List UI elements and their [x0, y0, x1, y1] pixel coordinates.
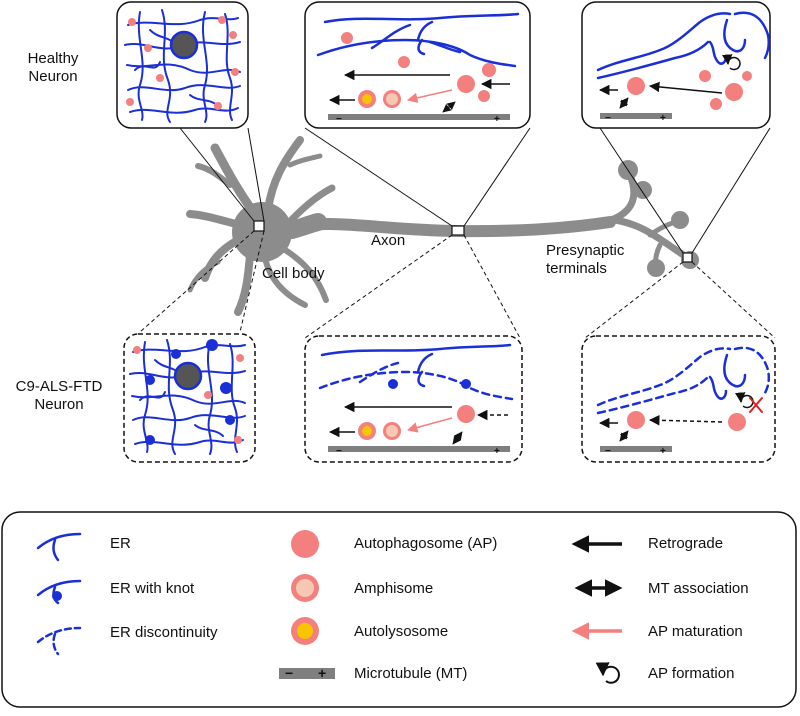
healthy-label-line2: Neuron — [28, 68, 78, 85]
panel-disease-axon: − + — [304, 335, 523, 463]
legend-microtubule-label: Microtubule (MT) — [354, 665, 468, 682]
zoom-marker-terminal — [682, 252, 693, 263]
legend-er-knot-label: ER with knot — [110, 580, 195, 597]
svg-text:+: + — [660, 446, 666, 457]
terminals-label-line2: terminals — [546, 260, 607, 277]
zoom-marker-axon — [451, 225, 465, 236]
svg-text:+: + — [494, 446, 500, 457]
svg-text:−: − — [336, 446, 342, 457]
legend-er-knot-icon — [36, 579, 82, 605]
legend-ap-maturation-label: AP maturation — [648, 623, 743, 640]
panel-healthy-cell-body — [116, 1, 249, 129]
neuron-shape — [186, 136, 699, 316]
legend-er-icon — [36, 532, 82, 562]
disease-neuron-label: C9-ALS-FTD Neuron — [4, 378, 114, 414]
panel-disease-terminal: − + — [581, 335, 776, 463]
axon-label: Axon — [371, 232, 406, 249]
svg-text:−: − — [605, 446, 611, 457]
svg-text:−: − — [285, 665, 293, 681]
svg-text:+: + — [494, 114, 500, 125]
svg-text:−: − — [336, 114, 342, 125]
disease-label-line2: Neuron — [34, 396, 84, 413]
legend-microtubule-icon: − + — [279, 665, 335, 681]
legend-autophagosome-icon — [291, 530, 319, 558]
zoom-marker-cell-body — [253, 220, 265, 232]
legend: − + — [1, 511, 797, 708]
legend-amphisome-label: Amphisome — [354, 580, 434, 597]
healthy-label-line1: Healthy — [27, 50, 79, 67]
svg-text:−: − — [605, 113, 611, 124]
svg-text:+: + — [318, 665, 326, 681]
legend-er-discontinuity-label: ER discontinuity — [110, 624, 218, 641]
presynaptic-terminals-label: Presynaptic terminals — [546, 242, 624, 278]
legend-amphisome-icon — [291, 574, 319, 602]
cell-body-label: Cell body — [262, 265, 325, 282]
legend-mt-association-label: MT association — [648, 580, 749, 597]
legend-autolysosome-label: Autolysosome — [354, 623, 449, 640]
legend-autolysosome-icon — [291, 617, 319, 645]
terminals-label-line1: Presynaptic — [546, 242, 625, 259]
panel-healthy-axon: − + — [304, 1, 531, 129]
panel-healthy-terminal: − + — [581, 1, 771, 129]
legend-autophagosome-label: Autophagosome (AP) — [354, 535, 498, 552]
healthy-neuron-label: Healthy Neuron — [8, 50, 98, 86]
legend-er-label: ER — [110, 535, 131, 552]
legend-ap-formation-icon — [595, 662, 620, 684]
legend-retrograde-label: Retrograde — [648, 535, 724, 552]
connector-lines-healthy — [179, 127, 771, 254]
legend-ap-formation-label: AP formation — [648, 665, 735, 682]
panel-disease-cell-body — [123, 333, 256, 463]
legend-er-discontinuity-icon — [36, 626, 82, 656]
disease-label-line1: C9-ALS-FTD — [15, 378, 103, 395]
connector-lines-disease — [139, 230, 776, 339]
svg-text:+: + — [660, 113, 666, 124]
